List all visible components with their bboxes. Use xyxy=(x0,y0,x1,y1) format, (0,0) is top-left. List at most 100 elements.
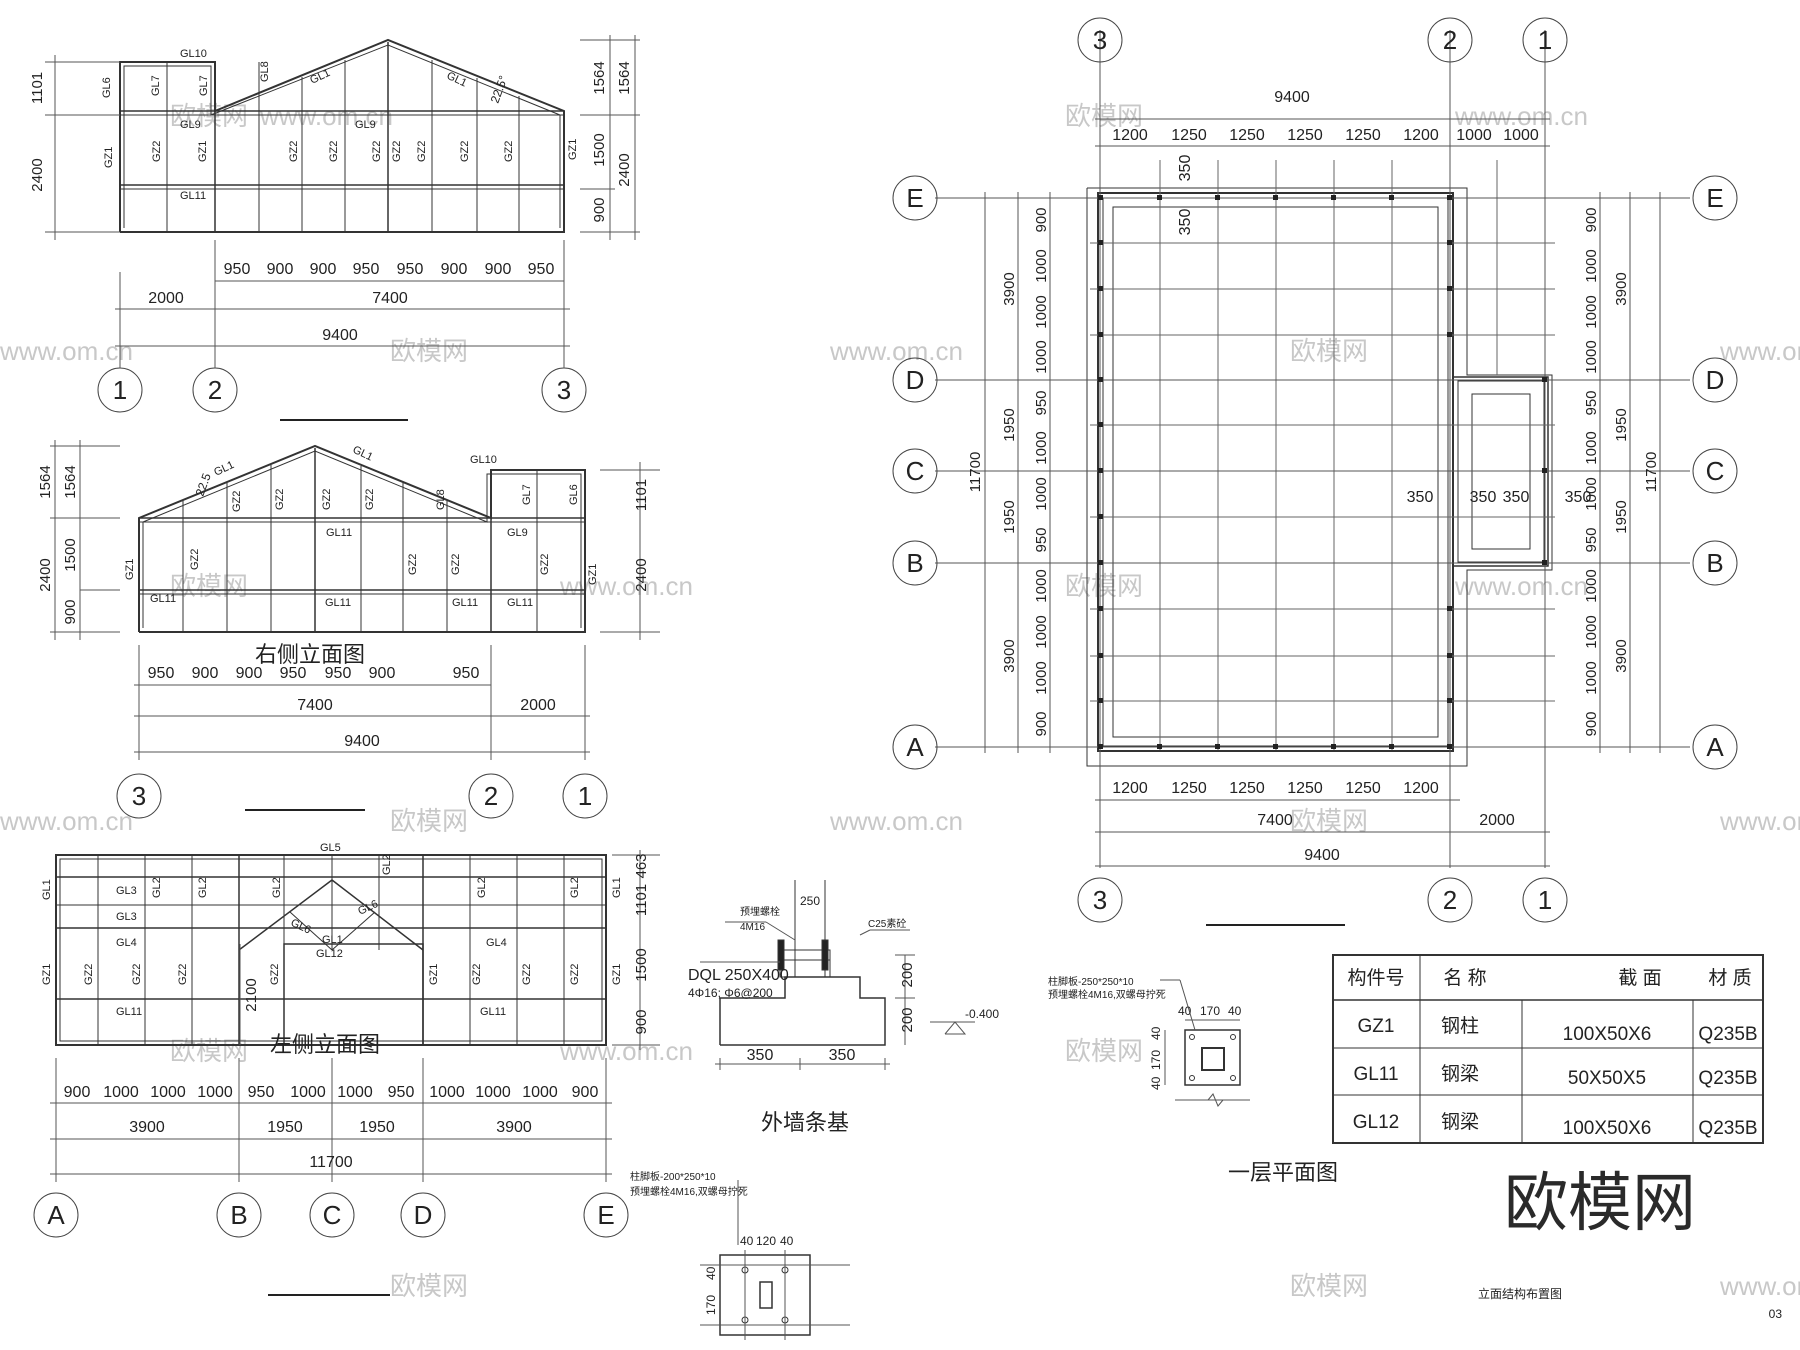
svg-text:950: 950 xyxy=(325,665,352,682)
svg-text:950: 950 xyxy=(453,665,480,682)
svg-text:2100: 2100 xyxy=(243,978,260,1011)
svg-text:欧模网: 欧模网 xyxy=(1290,1271,1368,1301)
svg-text:1000: 1000 xyxy=(475,1084,511,1101)
member-table xyxy=(1332,954,1764,1144)
svg-text:1: 1 xyxy=(578,781,592,811)
svg-text:GL2: GL2 xyxy=(569,877,581,898)
svg-text:1250: 1250 xyxy=(1171,780,1207,797)
svg-text:E: E xyxy=(906,183,923,213)
svg-text:1564: 1564 xyxy=(62,465,79,498)
sheet-number: 03 xyxy=(1769,1307,1783,1321)
svg-text:C: C xyxy=(323,1200,342,1230)
svg-text:www.om.cn: www.om.cn xyxy=(0,806,133,836)
svg-text:1250: 1250 xyxy=(1287,127,1323,144)
svg-text:4Φ16; Φ6@200: 4Φ16; Φ6@200 xyxy=(688,986,773,1000)
svg-text:900: 900 xyxy=(1033,711,1050,736)
svg-text:GZ2: GZ2 xyxy=(371,141,383,162)
svg-text:2000: 2000 xyxy=(148,290,184,307)
svg-text:1000: 1000 xyxy=(337,1084,373,1101)
svg-text:950: 950 xyxy=(248,1084,275,1101)
svg-text:GZ2: GZ2 xyxy=(189,549,201,570)
base-plate-small-text: 柱脚板-200*250*10 预埋螺栓4M16,双螺母拧死 40 120 40 … xyxy=(630,1170,794,1315)
svg-text:950: 950 xyxy=(280,665,307,682)
svg-text:GL7: GL7 xyxy=(150,75,162,96)
svg-text:GL11: GL11 xyxy=(326,527,352,539)
svg-text:欧模网: 欧模网 xyxy=(390,336,468,366)
svg-text:350: 350 xyxy=(747,1047,774,1064)
watermark-layer: 欧模网 欧模网 欧模网 欧模网 欧模网 欧模网 欧模网 欧模网 欧模网 欧模网 … xyxy=(0,101,1800,1301)
foundation-detail-text: 外墙条基 C25素砼 DQL 250X400 4Φ16; Φ6@200 预埋螺栓… xyxy=(688,894,999,1135)
svg-text:900: 900 xyxy=(633,1009,650,1034)
svg-text:1200: 1200 xyxy=(1112,127,1148,144)
table-cell: 钢梁 xyxy=(1441,1111,1479,1133)
svg-text:GZ2: GZ2 xyxy=(364,489,376,510)
svg-text:1000: 1000 xyxy=(150,1084,186,1101)
svg-text:D: D xyxy=(414,1200,433,1230)
svg-text:170: 170 xyxy=(1149,1050,1163,1070)
svg-text:GZ2: GZ2 xyxy=(471,964,483,985)
svg-text:www.om.cn: www.om.cn xyxy=(829,806,963,836)
svg-text:GL3: GL3 xyxy=(116,911,137,923)
svg-text:350: 350 xyxy=(1470,489,1497,506)
svg-text:1000: 1000 xyxy=(1583,295,1600,328)
svg-text:GL1: GL1 xyxy=(322,934,343,946)
svg-text:950: 950 xyxy=(1033,527,1050,552)
svg-text:1101: 1101 xyxy=(633,479,650,511)
svg-text:3: 3 xyxy=(1093,25,1107,55)
svg-text:950: 950 xyxy=(224,261,251,278)
svg-text:GL1: GL1 xyxy=(611,877,623,898)
svg-text:欧模网: 欧模网 xyxy=(1065,571,1143,601)
svg-text:GZ2: GZ2 xyxy=(288,141,300,162)
elevation-right xyxy=(50,440,660,819)
svg-text:463: 463 xyxy=(633,853,650,878)
svg-text:9400: 9400 xyxy=(344,733,380,750)
svg-text:GL11: GL11 xyxy=(116,1006,142,1018)
svg-text:GZ1: GZ1 xyxy=(567,139,579,160)
svg-text:欧模网: 欧模网 xyxy=(1065,1036,1143,1066)
svg-text:GL2: GL2 xyxy=(197,877,209,898)
svg-text:GL2: GL2 xyxy=(271,877,283,898)
svg-text:3900: 3900 xyxy=(129,1119,165,1136)
svg-text:900: 900 xyxy=(62,599,79,624)
svg-text:GL2: GL2 xyxy=(381,854,393,875)
svg-text:GZ1: GZ1 xyxy=(41,964,53,985)
table-cell: 钢梁 xyxy=(1441,1063,1479,1085)
svg-text:900: 900 xyxy=(441,261,468,278)
svg-text:GZ2: GZ2 xyxy=(503,141,515,162)
svg-text:900: 900 xyxy=(64,1084,91,1101)
svg-text:GL9: GL9 xyxy=(180,119,201,131)
base-plate-large xyxy=(1160,979,1250,1107)
svg-text:1950: 1950 xyxy=(1001,500,1018,533)
svg-text:GZ1: GZ1 xyxy=(103,147,115,168)
svg-text:GZ2: GZ2 xyxy=(274,489,286,510)
table-cell: GZ1 xyxy=(1358,1016,1395,1037)
svg-text:预埋螺栓4M16,双螺母拧死: 预埋螺栓4M16,双螺母拧死 xyxy=(630,1185,748,1198)
svg-text:2400: 2400 xyxy=(616,153,633,186)
svg-text:GL9: GL9 xyxy=(355,119,376,131)
svg-text:柱脚板-250*250*10: 柱脚板-250*250*10 xyxy=(1048,975,1134,988)
svg-text:GZ2: GZ2 xyxy=(391,141,403,162)
svg-text:GL4: GL4 xyxy=(486,937,507,949)
svg-text:1500: 1500 xyxy=(591,133,608,166)
elevation-left-text: 左侧立面图 900 1000 1000 1000 950 1000 1000 9… xyxy=(41,842,650,1230)
table-header: 截 面 xyxy=(1618,967,1661,989)
svg-text:GZ1: GZ1 xyxy=(428,964,440,985)
svg-text:GZ2: GZ2 xyxy=(177,964,189,985)
svg-text:GL11: GL11 xyxy=(180,190,206,202)
svg-text:7400: 7400 xyxy=(297,697,333,714)
svg-text:170: 170 xyxy=(704,1295,718,1315)
elevation-top-left xyxy=(45,35,640,421)
table-cell: 钢柱 xyxy=(1441,1015,1479,1037)
svg-text:-0.400: -0.400 xyxy=(965,1007,999,1021)
svg-text:GL5: GL5 xyxy=(320,842,341,854)
svg-text:1000: 1000 xyxy=(1033,477,1050,510)
svg-text:GL3: GL3 xyxy=(116,885,137,897)
svg-text:GL12: GL12 xyxy=(316,948,343,960)
svg-text:900: 900 xyxy=(1583,711,1600,736)
svg-text:欧模网: 欧模网 xyxy=(170,571,248,601)
svg-text:950: 950 xyxy=(388,1084,415,1101)
svg-text:1000: 1000 xyxy=(429,1084,465,1101)
svg-text:950: 950 xyxy=(528,261,555,278)
svg-text:www.om.cn: www.om.cn xyxy=(1719,336,1800,366)
